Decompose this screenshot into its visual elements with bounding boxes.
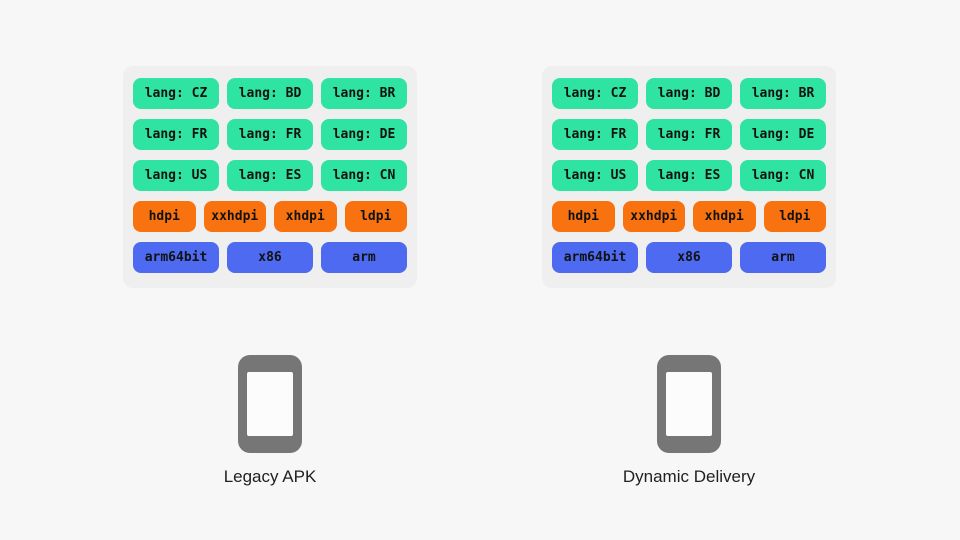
config-chip-row: lang: CZ lang: BD lang: BR [552,78,826,109]
config-chip-row: lang: US lang: ES lang: CN [552,160,826,191]
config-chip-row: arm64bit x86 arm [552,242,826,273]
config-chip: hdpi [552,201,615,232]
config-chip: lang: BR [740,78,826,109]
config-chip: hdpi [133,201,196,232]
config-chip: lang: US [133,160,219,191]
config-chip: arm [321,242,407,273]
config-chip: lang: BD [227,78,313,109]
config-chip-row: lang: CZ lang: BD lang: BR [133,78,407,109]
config-chip: lang: CN [321,160,407,191]
legacy-apk-label: Legacy APK [223,467,317,486]
config-chip: xxhdpi [203,201,266,232]
config-chip: lang: CN [740,160,826,191]
config-chip: arm [740,242,826,273]
dynamic-delivery-label: Dynamic Delivery [622,467,756,486]
config-chip-row: lang: FR lang: FR lang: DE [552,119,826,150]
config-chip: lang: CZ [133,78,219,109]
config-chip-row: arm64bit x86 arm [133,242,407,273]
config-chip: x86 [646,242,732,273]
config-chip: lang: CZ [552,78,638,109]
config-chip: arm64bit [133,242,219,273]
config-chip: xhdpi [693,201,756,232]
config-chip: arm64bit [552,242,638,273]
config-chip: xhdpi [274,201,337,232]
config-chip: lang: DE [740,119,826,150]
config-chip-row: lang: FR lang: FR lang: DE [133,119,407,150]
config-chip-row: lang: US lang: ES lang: CN [133,160,407,191]
config-chip: lang: BR [321,78,407,109]
config-chip: lang: FR [552,119,638,150]
phone-screen [666,372,712,436]
config-chip: lang: FR [133,119,219,150]
config-chip: ldpi [763,201,826,232]
phone-icon [657,355,721,453]
config-chip: xxhdpi [622,201,685,232]
config-chip: lang: FR [646,119,732,150]
config-chip: x86 [227,242,313,273]
config-chip: lang: ES [227,160,313,191]
phone-screen [247,372,293,436]
config-chip: lang: US [552,160,638,191]
config-chip: ldpi [344,201,407,232]
config-chip: lang: ES [646,160,732,191]
config-chip: lang: FR [227,119,313,150]
phone-icon [238,355,302,453]
config-chip: lang: DE [321,119,407,150]
config-chip: lang: BD [646,78,732,109]
